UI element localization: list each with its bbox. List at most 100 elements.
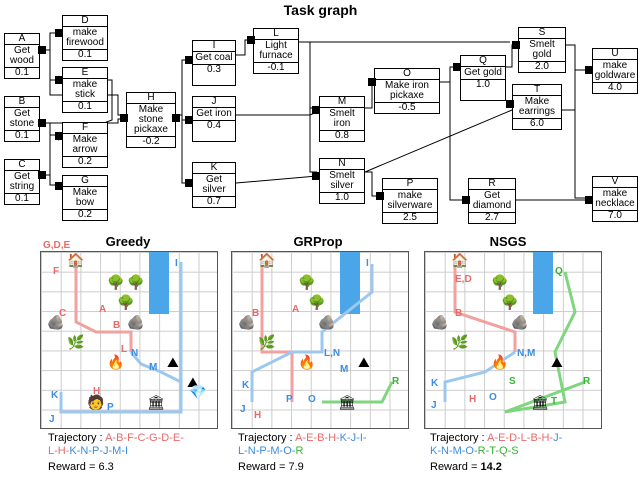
grass-icon: 🌿 xyxy=(258,334,276,350)
node-label: Smelt silver xyxy=(329,170,355,191)
node-C: C Get string 0.1 xyxy=(4,159,40,205)
reward-grprop: Reward = 7.9 xyxy=(238,461,304,473)
node-value: 2.7 xyxy=(469,212,515,223)
furnace-icon: 🔥 xyxy=(298,354,316,370)
map-label: K xyxy=(51,390,59,401)
map-label: H xyxy=(254,410,262,421)
node-value: 0.1 xyxy=(5,193,39,204)
traj-green: R xyxy=(295,445,304,457)
node-label: Smelt gold xyxy=(529,39,555,60)
grass-icon: 🌿 xyxy=(67,334,85,350)
map-label: K xyxy=(242,380,250,391)
port xyxy=(38,119,46,127)
node-F: F Make arrow 0.2 xyxy=(62,122,108,168)
path-overlay xyxy=(250,264,394,404)
node-G: G Make bow 0.2 xyxy=(62,175,108,221)
traj-blue: J- xyxy=(553,432,563,444)
node-label: Get stone xyxy=(9,108,35,129)
port xyxy=(185,56,193,64)
node-value: 0.7 xyxy=(193,196,235,207)
node-value: 0.4 xyxy=(193,120,235,131)
node-value: 0.2 xyxy=(63,209,107,220)
node-Q: Q Get gold 1.0 xyxy=(460,55,506,101)
mountain-icon: ⛰ xyxy=(187,374,199,390)
node-label: make firewood xyxy=(66,27,104,48)
node-id: C xyxy=(5,160,39,171)
tree-icon: 🌳 xyxy=(501,294,519,310)
traj-prefix: Trajectory : xyxy=(48,432,106,444)
map-label: L,N xyxy=(324,348,341,359)
port xyxy=(506,100,514,108)
node-P: P make silverware 2.5 xyxy=(382,178,438,224)
node-T: T Make earrings 6.0 xyxy=(512,84,562,130)
node-id: U xyxy=(593,49,637,60)
map-label: R xyxy=(583,376,591,387)
map-label: A xyxy=(292,304,300,315)
node-label: Make bow xyxy=(72,187,98,208)
node-label: Get diamond xyxy=(472,190,512,211)
node-id: B xyxy=(5,97,39,108)
rock-icon: 🪨 xyxy=(318,314,336,330)
port xyxy=(247,36,255,44)
port xyxy=(453,63,461,71)
map-label: J xyxy=(431,400,437,411)
map-label: S xyxy=(509,376,516,387)
port xyxy=(512,41,520,49)
reward-value: 7.9 xyxy=(288,461,304,473)
node-value: 4.0 xyxy=(593,82,637,93)
reward-label: Reward = xyxy=(430,461,481,473)
node-B: B Get stone 0.1 xyxy=(4,96,40,142)
node-label: make silverware xyxy=(387,190,433,211)
traj-prefix: Trajectory : xyxy=(430,432,488,444)
panel-title-greedy: Greedy xyxy=(105,234,151,249)
node-id: D xyxy=(63,16,107,27)
node-id: L xyxy=(254,29,298,40)
furnace-icon: 🔥 xyxy=(491,354,509,370)
traj-green: R-T-Q-S xyxy=(477,445,519,457)
trajectory-greedy: Trajectory : A-B-F-C-G-D-E- L-H-K-N-P-J-… xyxy=(48,432,184,458)
tree-icon: 🌳 xyxy=(117,294,135,310)
node-E: E make stick 0.1 xyxy=(62,67,108,113)
map-label: A xyxy=(99,304,107,315)
agent-icon: 🧑 xyxy=(87,394,105,410)
node-value: 0.3 xyxy=(193,64,235,75)
map-label: O xyxy=(489,392,497,403)
node-id: V xyxy=(593,177,637,188)
node-label: Get coal xyxy=(195,52,233,63)
node-value: 2.0 xyxy=(519,61,565,72)
map-label: B xyxy=(252,308,260,319)
map-label: K xyxy=(431,378,439,389)
node-O: O Make iron pickaxe -0.5 xyxy=(374,68,440,114)
node-id: E xyxy=(63,68,107,79)
node-value: 0.1 xyxy=(63,49,107,60)
node-id: S xyxy=(519,28,565,39)
port xyxy=(462,196,470,204)
port xyxy=(185,116,193,124)
node-I: I Get coal 0.3 xyxy=(192,40,236,86)
map-label: N,M xyxy=(517,348,536,359)
node-value: -0.5 xyxy=(375,102,439,113)
port xyxy=(120,114,128,122)
map-label: H xyxy=(93,386,101,397)
reward-nsgs: Reward = 14.2 xyxy=(430,461,502,473)
mountain-icon: ⛰ xyxy=(167,354,179,370)
traj-prefix: Trajectory : xyxy=(238,432,296,444)
node-id: N xyxy=(320,159,364,170)
node-K: K Get silver 0.7 xyxy=(192,162,236,208)
traj-blue: L-N-P-M-O- xyxy=(238,445,296,457)
house-icon: 🏠 xyxy=(258,252,276,268)
diamond-icon: 💎 xyxy=(189,384,207,400)
traj-red: A-E-D-L-B-H- xyxy=(487,432,554,444)
node-label: make goldware xyxy=(594,60,636,81)
port xyxy=(38,171,46,179)
path-overlay xyxy=(59,262,183,414)
tree-icon: 🌳 xyxy=(308,294,326,310)
port xyxy=(312,172,320,180)
node-value: 1.0 xyxy=(320,192,364,203)
node-A: A Get wood 0.1 xyxy=(4,33,40,79)
tree-icon: 🌳 xyxy=(107,274,125,290)
node-id: A xyxy=(5,34,39,45)
rock-icon: 🪨 xyxy=(238,314,256,330)
map-label: P xyxy=(286,394,293,405)
port xyxy=(368,78,376,86)
